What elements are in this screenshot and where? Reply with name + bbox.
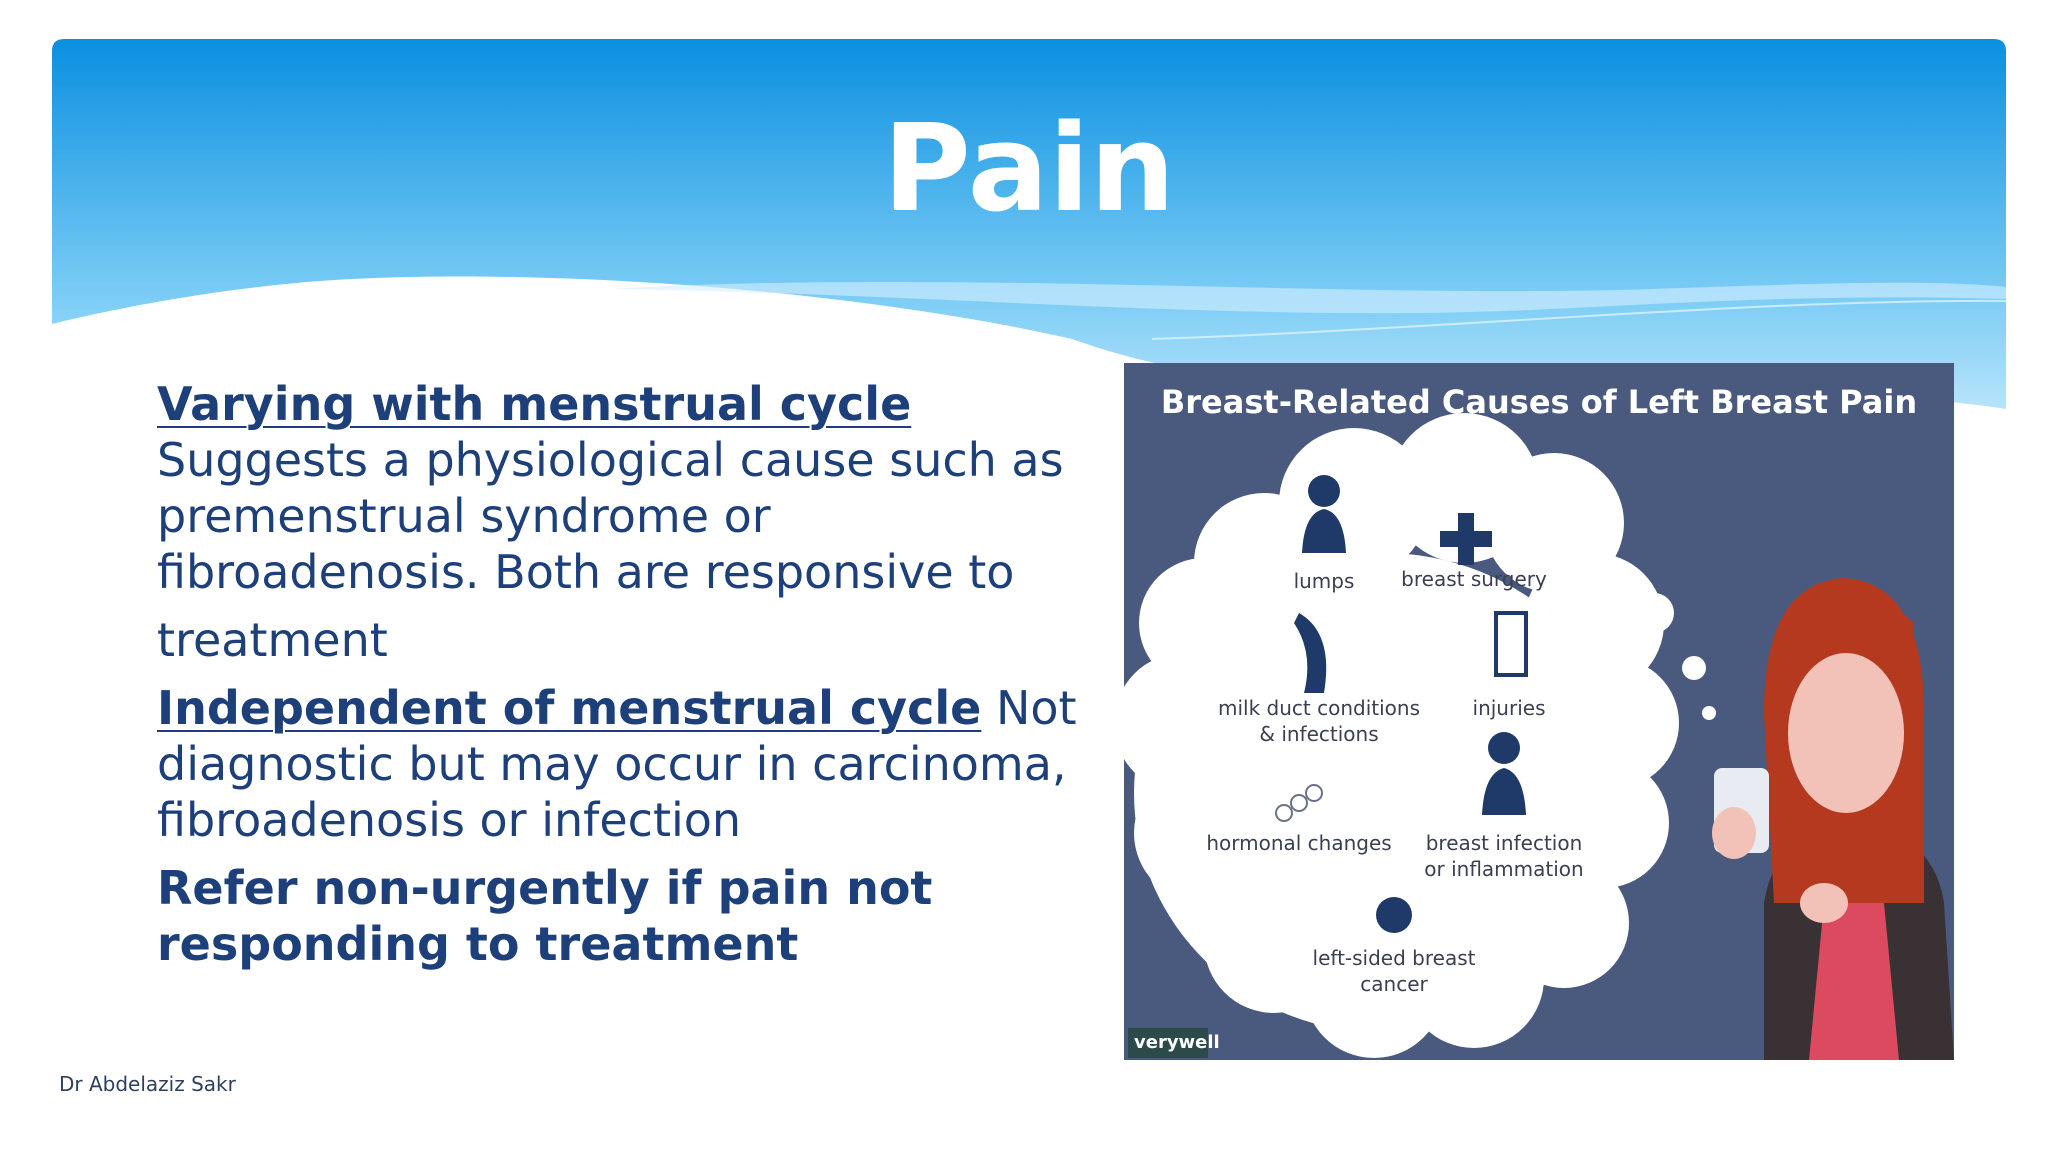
milk-duct-icon xyxy=(1294,613,1327,693)
point-independent-cycle: Independent of menstrual cycle Not diagn… xyxy=(157,680,1077,848)
infographic-image: Breast-Related Causes of Left Breast Pai… xyxy=(1124,363,1954,1060)
label-breast-infection: breast infection or inflammation xyxy=(1414,830,1594,882)
point-text: Refer non-urgently if pain not respondin… xyxy=(157,861,933,971)
hormonal-icon xyxy=(1275,784,1323,822)
label-cancer: left-sided breast cancer xyxy=(1294,945,1494,997)
label-injuries: injuries xyxy=(1472,696,1546,720)
label-milk-duct: milk duct conditions & infections xyxy=(1214,695,1424,747)
footer-author: Dr Abdelaziz Sakr xyxy=(59,1072,236,1096)
label-line: left-sided breast xyxy=(1312,946,1476,970)
lumps-icon xyxy=(1308,475,1340,507)
label-line: cancer xyxy=(1360,972,1428,996)
point-continuation: treatment xyxy=(157,612,1077,668)
label-hormonal: hormonal changes xyxy=(1206,831,1392,855)
point-refer: Refer non-urgently if pain not respondin… xyxy=(157,860,1077,972)
brand-logo: verywell xyxy=(1128,1028,1220,1058)
breast-infection-icon xyxy=(1488,732,1520,764)
label-line: & infections xyxy=(1259,722,1379,746)
point-text: Not diagnostic but may occur in carcinom… xyxy=(157,681,1077,847)
cancer-icon xyxy=(1376,897,1412,933)
slide-content: Varying with menstrual cycle Suggests a … xyxy=(157,376,1077,984)
infographic-title: Breast-Related Causes of Left Breast Pai… xyxy=(1160,383,1918,421)
label-line: milk duct conditions xyxy=(1218,696,1420,720)
injuries-icon xyxy=(1494,611,1528,677)
label-breast-surgery: breast surgery xyxy=(1401,567,1547,591)
point-lead: Independent of menstrual cycle xyxy=(157,681,982,735)
label-lumps: lumps xyxy=(1293,569,1355,593)
point-lead: Varying with menstrual cycle xyxy=(157,377,912,431)
label-line: breast infection xyxy=(1425,831,1583,855)
point-text: treatment xyxy=(157,613,388,667)
point-varying-cycle: Varying with menstrual cycle Suggests a … xyxy=(157,376,1077,600)
point-text: Suggests a physiological cause such as p… xyxy=(157,433,1064,599)
slide-title: Pain xyxy=(882,100,1176,239)
label-line: or inflammation xyxy=(1424,857,1584,881)
woman-illustration xyxy=(1712,578,1954,1060)
header-banner xyxy=(52,39,2006,409)
